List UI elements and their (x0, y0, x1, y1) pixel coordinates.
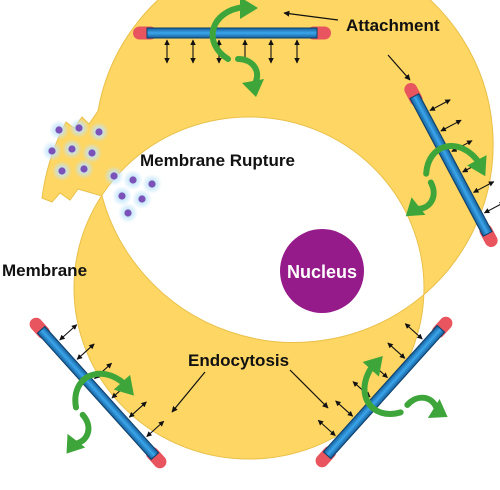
nucleus: Nucleus (280, 229, 364, 313)
double-arrow-icon (59, 324, 78, 341)
membrane-rupture-label: Membrane Rupture (140, 151, 295, 170)
nanotube-right (404, 83, 500, 247)
pointer-arrows (171, 10, 411, 413)
nanoparticle-icon (142, 174, 162, 194)
nanoparticle-icon (52, 161, 72, 181)
double-arrow-icon (440, 119, 462, 132)
nanoparticle-icon (82, 143, 102, 163)
endocytosis-pointer-arrow-right (289, 369, 329, 409)
double-arrow-icon (128, 401, 147, 418)
curved-arrow-icon (405, 143, 487, 217)
nanotube-bottom-left (29, 317, 167, 469)
double-arrow-icon (404, 323, 423, 340)
double-arrow-icon (473, 181, 495, 193)
curved-arrow-icon (66, 370, 134, 454)
curved-arrow-icon (361, 355, 448, 419)
nanoparticle-icon (118, 203, 138, 223)
nanoparticle-icon (123, 170, 143, 190)
nanoparticle-icon (132, 189, 152, 209)
tube-body (322, 324, 446, 460)
tube-body (36, 325, 160, 461)
tube-body (146, 27, 318, 39)
attachment-label: Attachment (346, 16, 440, 35)
nanoparticle-icon (112, 186, 132, 206)
membrane-label: Membrane (2, 261, 87, 280)
double-arrow-icon (76, 343, 95, 360)
nanoparticle-icon (89, 122, 109, 142)
nanotube-bottom-right (315, 316, 453, 468)
nucleus-label: Nucleus (287, 262, 357, 282)
double-arrow-icon (429, 99, 451, 111)
double-arrow-icon (483, 201, 500, 214)
double-arrow-icon (387, 342, 406, 359)
nanoparticle-icon (62, 139, 82, 159)
tube-body (409, 93, 493, 237)
double-arrow-icon (335, 400, 354, 417)
nanoparticle-icon (69, 118, 89, 138)
released-particles (42, 118, 162, 223)
nanoparticle-icon (42, 141, 62, 161)
membrane-ring (41, 0, 494, 460)
attachment-pointer-arrow-1 (283, 10, 339, 21)
double-arrow-icon (146, 420, 165, 438)
endocytosis-label: Endocytosis (188, 351, 289, 370)
curved-arrow-icon (209, 0, 264, 97)
nanoparticle-icon (74, 159, 94, 179)
endocytosis-pointer-arrow-left (171, 371, 206, 413)
double-arrow-icon (317, 419, 336, 437)
nanoparticle-icon (104, 166, 124, 186)
nanotube-top (133, 0, 331, 97)
nanoparticle-icon (49, 120, 69, 140)
attachment-pointer-arrow-2 (387, 54, 411, 81)
